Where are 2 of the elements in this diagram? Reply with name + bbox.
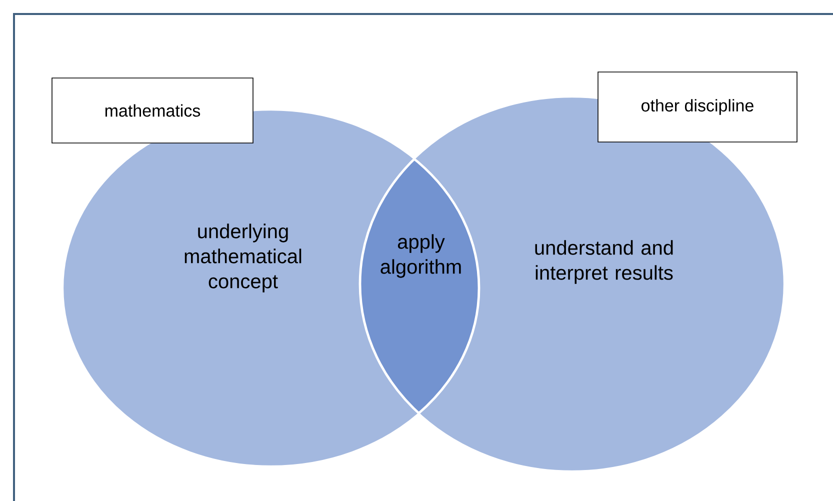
label-box: mathematics (52, 78, 254, 144)
label-box: other discipline (598, 72, 798, 142)
